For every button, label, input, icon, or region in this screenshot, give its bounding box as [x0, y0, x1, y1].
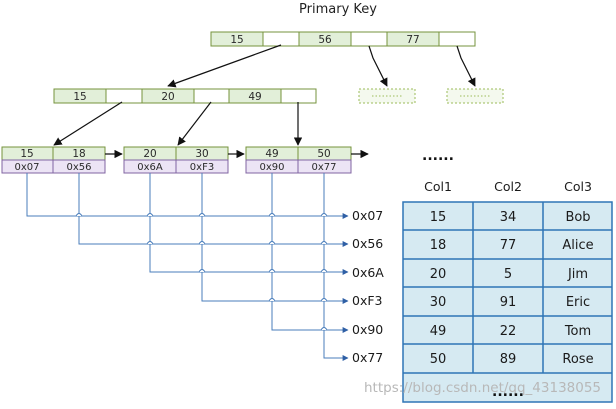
table-cell: Bob [565, 210, 590, 225]
leaf-key-label: 15 [20, 148, 33, 160]
internal-node: 15 20 49 [53, 88, 317, 104]
leaf-address-label: 0x56 [66, 162, 91, 173]
table-cell: Tom [564, 324, 591, 339]
root-pointer-cell [262, 31, 300, 47]
root-pointer-cell [438, 31, 476, 47]
leaf-address-label: 0xF3 [190, 162, 214, 173]
table-cell: Rose [562, 352, 593, 367]
leaf-address-label: 0x90 [259, 162, 284, 173]
row-pointer-label: 0x07 [352, 208, 383, 223]
root-to-placeholder-arrow [456, 45, 476, 87]
table-cell: 34 [500, 210, 517, 225]
leaf-key-label: 18 [72, 148, 85, 160]
table-cell: 20 [430, 267, 447, 282]
table-cell: 18 [430, 238, 447, 253]
table-cell: 89 [500, 352, 517, 367]
table-row: 20 5 Jim [430, 267, 588, 282]
table-row: 50 89 Rose [430, 352, 594, 367]
root-pointer-cell [350, 31, 388, 47]
leaf-address-label: 0x77 [311, 162, 336, 173]
table-cell: Eric [566, 295, 590, 310]
table-row: 18 77 Alice [430, 238, 594, 253]
leaf-key-label: 30 [195, 148, 208, 160]
table-header-col3: Col3 [564, 179, 592, 194]
table-cell: 30 [430, 295, 447, 310]
data-table [402, 201, 613, 403]
line-crossings [75, 213, 328, 331]
row-pointer-label: 0xF3 [352, 293, 383, 308]
root-node: 15 56 77 [210, 31, 476, 47]
table-header-col2: Col2 [494, 179, 522, 194]
internal-pointer-cell [193, 88, 230, 104]
internal-key-label: 20 [161, 91, 174, 103]
internal-to-leaf-arrow [53, 101, 123, 146]
row-pointer-label: 0x56 [352, 236, 383, 251]
internal-pointer-cell [280, 88, 317, 104]
watermark-text: https://blog.csdn.net/qq_43138055 [364, 380, 601, 396]
table-header-col1: Col1 [424, 179, 452, 194]
table-cell: 22 [500, 324, 517, 339]
internal-to-leaf-arrow [177, 101, 212, 146]
pointer-line [78, 173, 349, 247]
pointer-line [323, 173, 349, 361]
table-cell: 5 [504, 267, 512, 282]
leaf-node: 15 18 0x07 0x56 [1, 146, 106, 174]
leaf-key-label: 20 [143, 148, 156, 160]
internal-key-label: 49 [248, 91, 261, 103]
table-cell: 15 [430, 210, 447, 225]
pointer-line [271, 173, 349, 333]
leaf-address-label: 0x07 [14, 162, 39, 173]
internal-key-label: 15 [73, 91, 86, 103]
table-cell: 77 [500, 238, 517, 253]
table-ellipsis: ...... [492, 384, 524, 400]
leaf-node: 49 50 0x90 0x77 [245, 146, 352, 174]
root-key-label: 77 [406, 34, 419, 46]
leaf-key-label: 49 [265, 148, 278, 160]
internal-pointer-cell [105, 88, 143, 104]
pointer-line [201, 173, 349, 304]
leaf-key-label: 50 [317, 148, 330, 160]
table-row: 49 22 Tom [430, 324, 591, 339]
table-cell: 49 [430, 324, 447, 339]
root-to-internal-arrow [167, 44, 282, 88]
table-row: 15 34 Bob [430, 210, 591, 225]
leaf-ellipsis: ...... [422, 148, 454, 164]
row-pointer-label: 0x6A [352, 265, 384, 280]
table-cell: Alice [562, 238, 593, 253]
table-cell: Jim [567, 267, 588, 282]
table-row: 30 91 Eric [430, 295, 590, 310]
root-key-label: 56 [318, 34, 332, 46]
row-pointer-label: 0x90 [352, 322, 383, 337]
leaf-address-label: 0x6A [137, 162, 163, 173]
pointer-line [26, 173, 349, 219]
pointer-lines [26, 173, 349, 361]
leaf-node: 20 30 0x6A 0xF3 [123, 146, 229, 174]
root-to-placeholder-arrow [368, 45, 388, 87]
row-pointer-label: 0x77 [352, 350, 383, 365]
pointer-line [149, 173, 349, 275]
table-cell: 50 [430, 352, 447, 367]
table-cell: 91 [500, 295, 517, 310]
diagram-title: Primary Key [299, 2, 377, 17]
root-key-label: 15 [230, 34, 243, 46]
